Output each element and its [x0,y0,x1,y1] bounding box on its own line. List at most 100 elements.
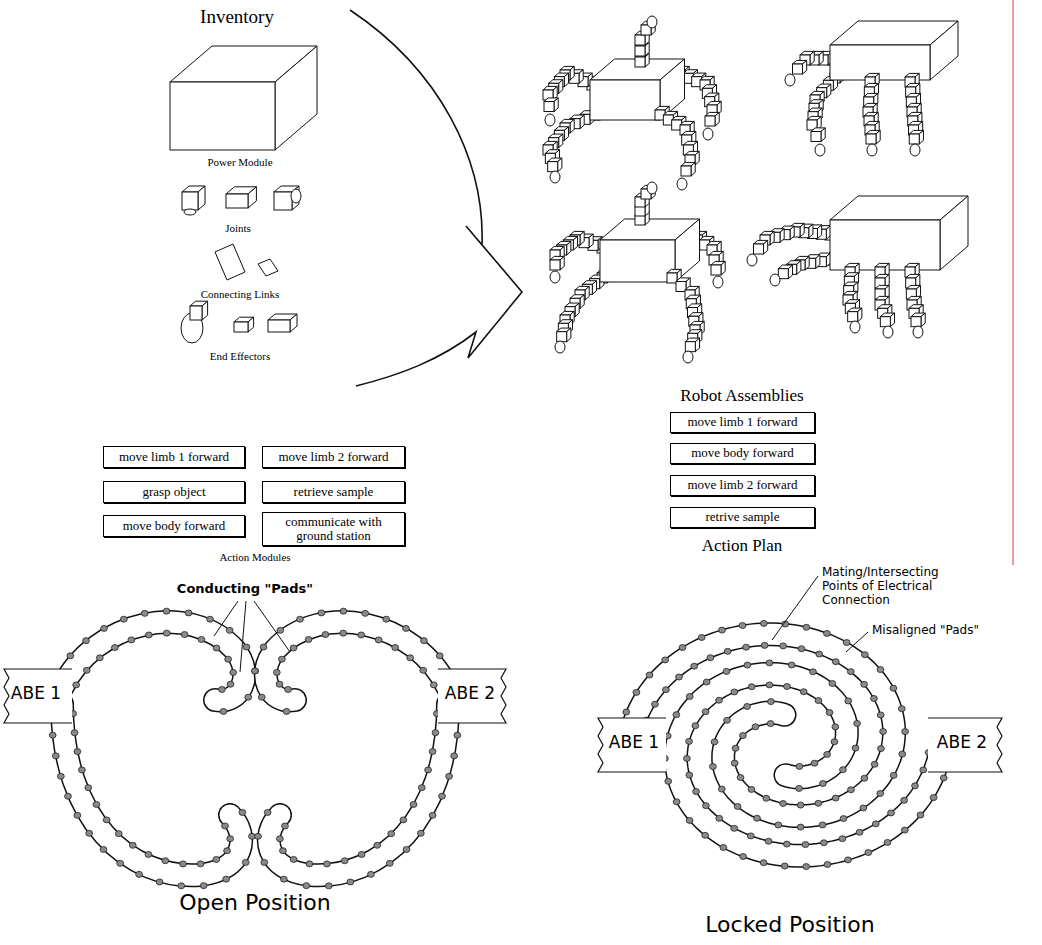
conducting-pad [129,842,136,848]
block-side [567,241,571,255]
conducting-pad [451,753,458,759]
conducting-pad [227,836,234,842]
band-outline [62,704,241,875]
action-text: move limb 1 forward [687,415,797,429]
conducting-pad [898,706,905,712]
conducting-pad [388,831,395,837]
conducting-pad [280,876,287,882]
robot-limb [655,106,699,190]
joint-nub [291,189,301,203]
conducting-pad [261,859,268,865]
conducting-pad [716,697,723,703]
conducting-pad [848,787,855,793]
conducting-pad [251,668,258,674]
block-side [580,115,584,129]
conducting-pad [724,648,731,654]
conducting-pad [115,831,122,837]
conducting-pad [303,883,310,889]
conducting-pad [290,856,297,862]
block-side [890,313,894,327]
limb-segment [909,130,923,144]
caption-label: End Effectors [210,350,271,363]
conducting-pad [802,842,809,848]
block-front [705,116,715,126]
conducting-pad [767,721,774,727]
conducting-pad [358,851,365,857]
conducting-pad [831,739,838,745]
conducting-pad [421,638,428,644]
conducting-pad [85,785,92,791]
abe-tab [928,718,1002,772]
conducting-pad [763,795,770,801]
block-side [764,240,768,254]
conducting-pad [781,863,788,869]
block-front [811,132,821,142]
callout-label: Locked Position [705,912,875,937]
caption-label: Action Modules [219,551,290,564]
robot-body [830,196,968,270]
block-side [564,127,568,141]
conducting-pad [297,616,304,622]
conducting-pad [318,610,325,616]
block-front [754,244,764,254]
conducting-pad [673,799,680,805]
conducting-pad [816,651,823,657]
conducting-pad [832,724,839,730]
conducting-pad [111,645,118,651]
block-front [685,342,695,352]
conducting-pad [798,646,805,652]
block-side [797,261,801,275]
conducting-pad [899,751,906,757]
conducting-pad [711,739,718,745]
conducting-pad [652,701,659,707]
conducting-pad [383,616,390,622]
block-side [721,261,725,275]
limb-segment [557,328,571,342]
conducting-pad [861,652,868,658]
conducting-pad [845,857,852,863]
conducting-pad [277,627,284,633]
conducting-pad [324,861,331,867]
limb-segment [880,313,894,327]
leader-line [214,601,238,636]
conducting-pad [765,838,772,844]
conducting-pad [861,681,868,687]
conducting-pad [439,793,446,799]
limb-segment [711,261,725,275]
callout-label: ABE 1 [609,733,659,753]
effector-mount [190,301,208,320]
conducting-pad [243,644,250,650]
block-side [573,236,577,250]
end-effector [647,16,657,28]
block-front [590,80,660,120]
joint [182,186,205,210]
block-side [559,134,563,148]
action-box: move limb 1 forward [670,412,815,433]
conducting-pad [815,800,822,806]
block-side [675,219,700,282]
band-fill [266,622,448,700]
conducting-pad [912,783,919,789]
block-side [788,265,792,279]
conducting-pad [702,803,709,809]
end-effector [677,178,687,190]
conducting-pad [156,879,163,885]
conducting-pad [432,730,439,736]
block-side [790,226,794,240]
conducting-pad [340,608,347,614]
conducting-pad [797,824,804,830]
conducting-pad [255,833,262,839]
conducting-pad [120,616,127,622]
conducting-pad [744,662,751,668]
block-front [234,322,248,332]
block-front [544,102,554,112]
action-box: move limb 2 forward [262,446,405,468]
band-outline [676,674,941,856]
block-side [559,80,563,94]
conducting-pad [739,733,746,739]
conducting-pad [407,655,414,661]
gripper-effector [234,317,254,332]
conducting-pad [783,841,790,847]
conducting-pad [141,610,148,616]
conducting-pad [840,767,847,773]
